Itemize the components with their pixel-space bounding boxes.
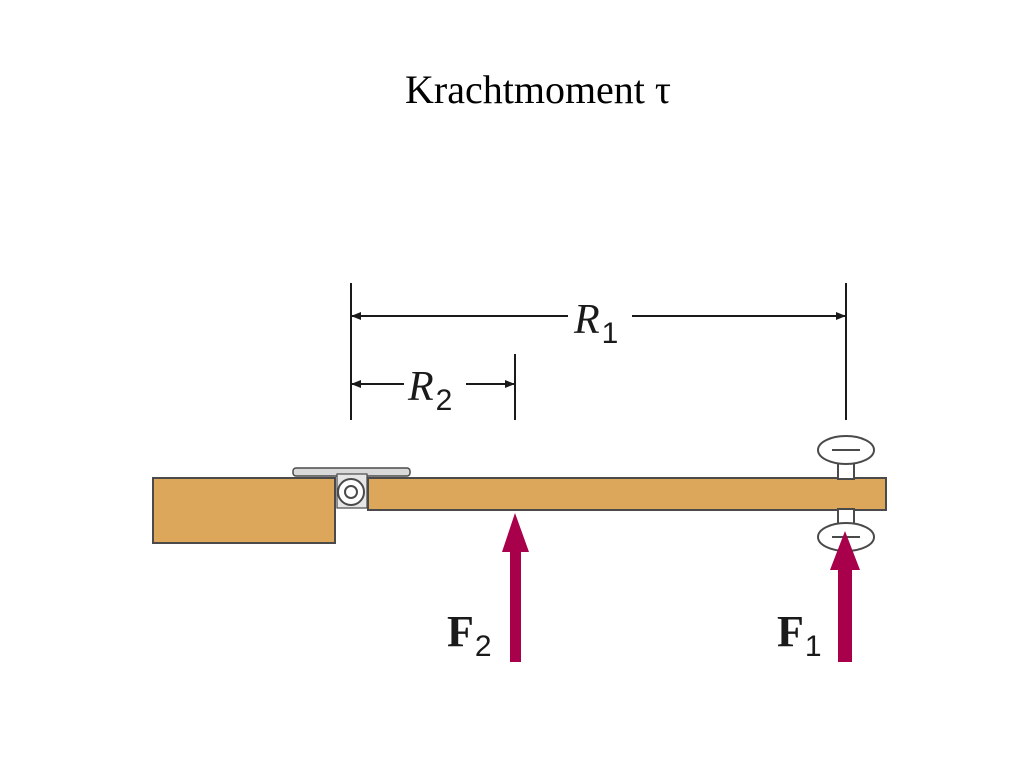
hinge-pin-inner — [344, 485, 358, 499]
page-title: Krachtmoment τ — [405, 67, 671, 112]
force-f2-label: F2 — [447, 607, 492, 663]
dimension-lines — [350, 283, 847, 420]
force-f2-arrow — [502, 513, 529, 662]
force-f1-shaft — [838, 566, 852, 662]
force-f1-arrow — [830, 531, 860, 662]
force-f1-head — [830, 531, 860, 570]
r1-label: R1 — [573, 297, 618, 350]
force-f2-shaft — [510, 548, 521, 662]
force-f2-head — [502, 513, 529, 552]
lever-board — [367, 477, 887, 511]
force-f1-label: F1 — [777, 607, 822, 663]
fixed-block — [152, 477, 336, 544]
r2-label: R2 — [407, 364, 452, 417]
hinge — [292, 467, 411, 509]
